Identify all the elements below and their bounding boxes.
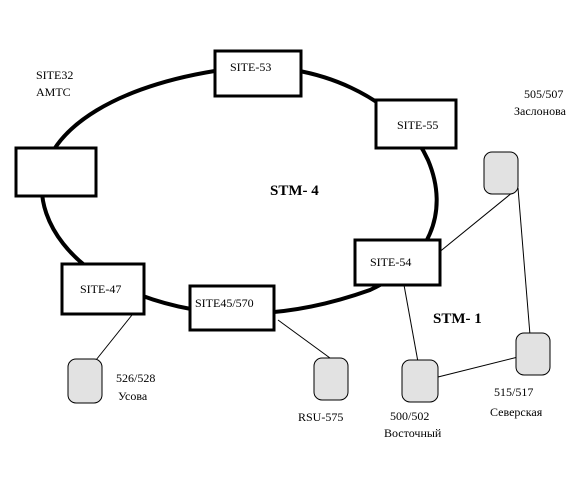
- rsu-575-label: RSU-575: [298, 410, 343, 424]
- link-site54-vostochny: [403, 284, 419, 363]
- site-55-node: SITE-55: [374, 98, 458, 150]
- link-site54-zaslonova: [431, 187, 519, 259]
- stm4-label: STM- 4: [270, 183, 319, 199]
- site-32-sublabel: АМТС: [36, 85, 71, 99]
- severskaya-name: Северская: [490, 405, 543, 419]
- site-47-node: SITE-47: [60, 262, 146, 316]
- zaslonova-node: [483, 151, 519, 195]
- site-53-label: SITE-53: [230, 60, 271, 74]
- zaslonova-name: Заслонова: [514, 104, 567, 118]
- usova-node: [67, 358, 103, 404]
- site-45-570-label: SITE45/570: [195, 296, 254, 310]
- site-55-label: SITE-55: [397, 118, 438, 132]
- site-54-label: SITE-54: [370, 255, 411, 269]
- site-54-node: SITE-54: [353, 238, 442, 287]
- usova-name: Усова: [118, 389, 148, 403]
- vostochny-node: [401, 359, 439, 403]
- site-47-label: SITE-47: [80, 282, 121, 296]
- usova-number: 526/528: [116, 371, 155, 385]
- site-32-label: SITE32: [36, 68, 73, 82]
- severskaya-node: [515, 332, 551, 376]
- rsu-575-node: [313, 357, 349, 401]
- stm1-label: STM- 1: [433, 311, 482, 327]
- severskaya-number: 515/517: [494, 385, 533, 399]
- vostochny-name: Восточный: [384, 426, 442, 440]
- zaslonova-number: 505/507: [524, 87, 563, 101]
- site-32-node: [14, 146, 98, 198]
- site-45-570-node: SITE45/570: [188, 284, 276, 332]
- link-site45-rsu: [277, 319, 331, 359]
- vostochny-number: 500/502: [390, 409, 429, 423]
- link-site47-usova: [95, 314, 133, 361]
- site-53-node: SITE-53: [213, 49, 303, 98]
- link-zaslonova-severskaya: [517, 187, 531, 336]
- link-vostochny-severskaya: [437, 356, 519, 378]
